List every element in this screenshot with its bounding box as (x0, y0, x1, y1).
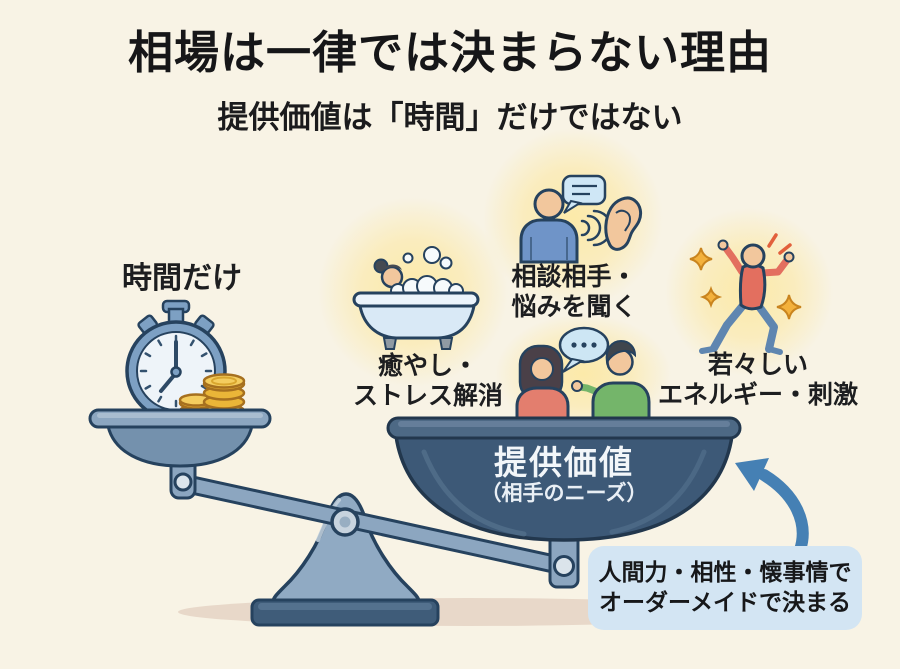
speech-bubble-icon (561, 174, 607, 214)
page-subtitle: 提供価値は「時間」だけではない (217, 100, 683, 135)
bathtub-icon (352, 246, 480, 350)
fulcrum (250, 492, 440, 627)
right-bowl (386, 416, 742, 589)
energy-label-line2: エネルギー・刺激 (657, 380, 858, 409)
bath-foam (390, 275, 464, 299)
consultation-label-line1: 相談相手・ (511, 263, 637, 291)
dancing-person-icon (689, 233, 802, 355)
listening-ear-icon (519, 174, 643, 264)
healing-label-line2: ストレス解消 (352, 381, 503, 410)
man-figure (571, 339, 651, 429)
energy-label-line1: 若々しい (707, 351, 808, 379)
time-only-label: 時間だけ (122, 262, 242, 295)
pivot-bolt-center (339, 516, 351, 528)
chat-bubble-icon (558, 326, 610, 373)
consultation-label: 相談相手・ 悩みを聞く (449, 263, 699, 322)
energy-label: 若々しい エネルギー・刺激 (628, 351, 888, 410)
healing-label-line1: 癒やし・ (377, 352, 478, 380)
sparkle-icon (689, 247, 802, 320)
note-line-1: 人間力・相性・懐事情で (598, 559, 852, 586)
bowl-needs-label: （相手のニーズ） (480, 482, 648, 505)
left-pan (88, 408, 272, 500)
bowl-value-label: 提供価値 (494, 444, 634, 481)
excitement-marks (767, 233, 792, 255)
ear-icon (604, 196, 643, 251)
note-box: 人間力・相性・懐事情で オーダーメイドで決まる (588, 546, 862, 630)
curved-arrow-icon (735, 458, 809, 556)
note-line-2: オーダーメイドで決まる (598, 589, 852, 615)
healing-label: 癒やし・ ストレス解消 (303, 352, 553, 411)
couple-talking-icon (515, 326, 651, 429)
page-title: 相場は一律では決まらない理由 (127, 27, 772, 78)
consultation-label-line2: 悩みを聞く (511, 292, 637, 321)
